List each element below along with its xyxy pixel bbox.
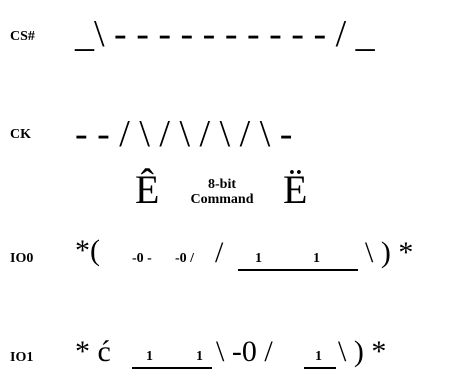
io0-bit-zero-a: -0 - <box>132 251 152 266</box>
command-start-marker: Ê <box>135 167 160 212</box>
command-annotation: 8-bit Command <box>182 177 262 207</box>
ck-waveform: - - / \ / \ / \ / \ - <box>75 113 293 155</box>
io0-label: IO0 <box>10 251 34 266</box>
io1-bit-one-a: 1 <box>146 349 153 364</box>
io0-bit-one-b: 1 <box>313 251 320 266</box>
io1-label: IO1 <box>10 350 34 365</box>
io0-bit-one-a: 1 <box>255 251 262 266</box>
io0-high-line <box>238 269 358 271</box>
io1-high-line-a <box>132 367 212 369</box>
command-name-label: Command <box>190 191 254 207</box>
io1-end: \ ) * <box>338 335 387 368</box>
cs-waveform: _\ - - - - - - - - - - / _ <box>75 13 375 55</box>
io1-mid: \ -0 / <box>216 335 273 368</box>
ck-label: CK <box>10 127 31 142</box>
io1-high-line-b <box>304 367 336 369</box>
io1-start: * ć <box>75 335 111 368</box>
io0-rise: / <box>215 236 224 269</box>
command-end-marker: Ë <box>283 167 308 212</box>
io1-bit-one-b: 1 <box>196 349 203 364</box>
command-bits-label: 8-bit <box>208 177 236 192</box>
io1-bit-one-c: 1 <box>315 349 322 364</box>
io0-bit-zero-b: -0 / <box>175 251 195 266</box>
io0-start: *( <box>75 234 100 267</box>
cs-label: CS# <box>10 29 35 44</box>
io0-end: \ ) * <box>365 236 414 269</box>
